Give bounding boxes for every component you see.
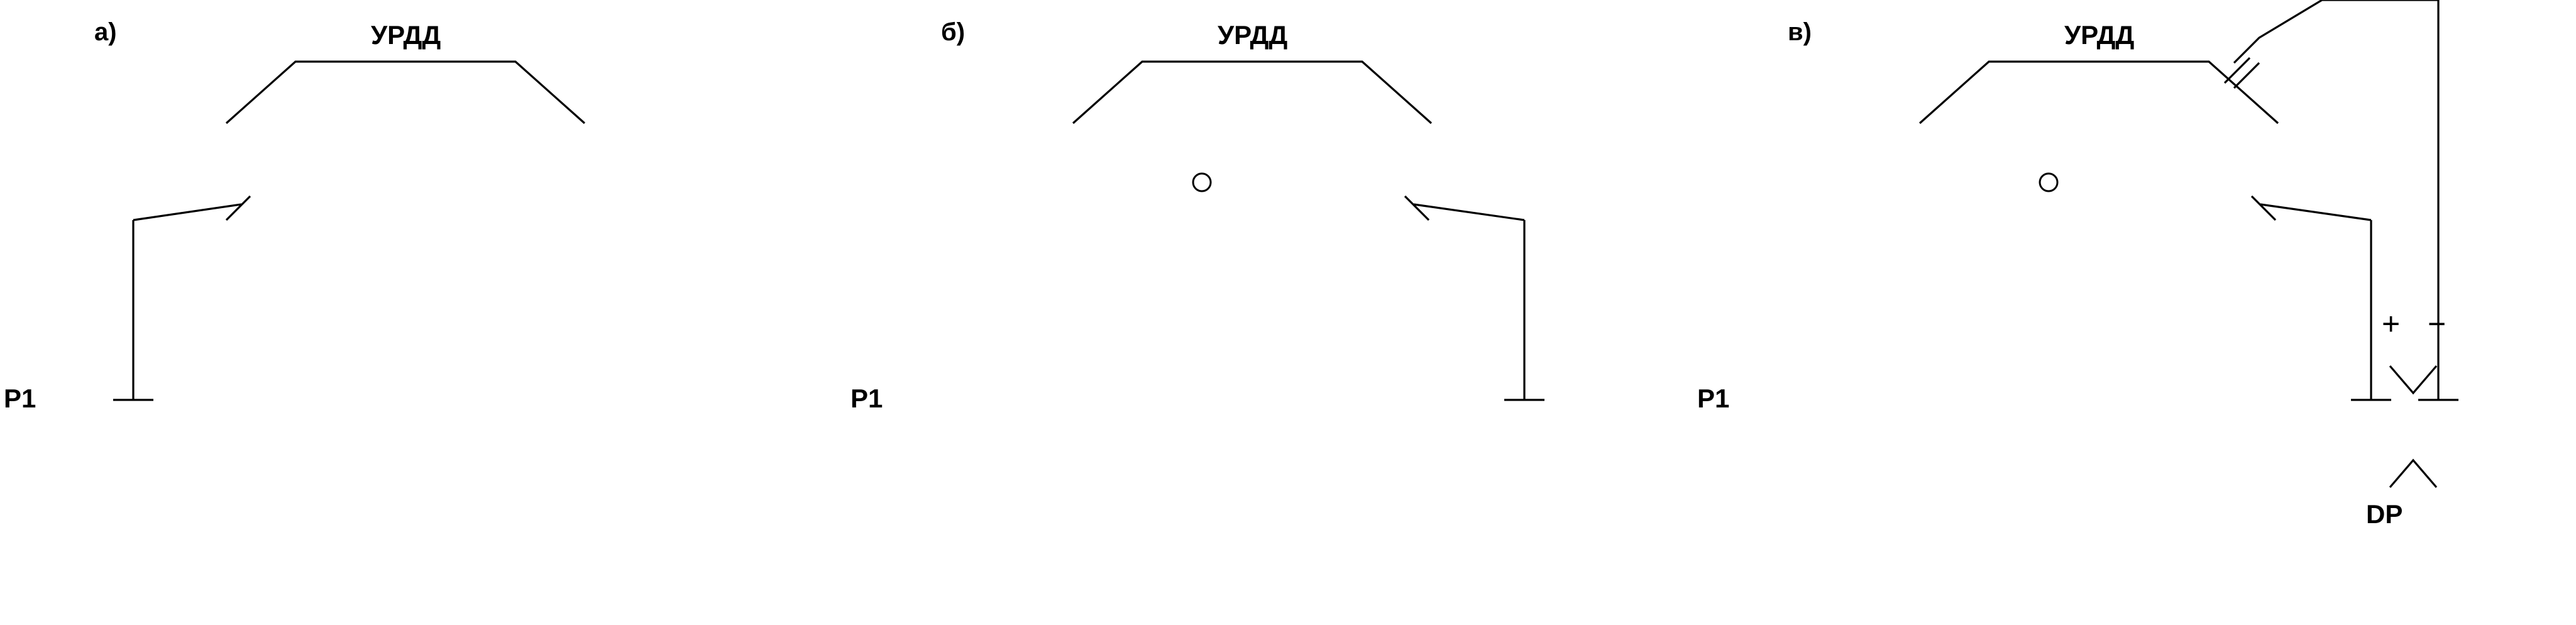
- panel-a-inlet-label: P1: [4, 384, 36, 413]
- panel-b-springs: [1192, 172, 1212, 192]
- panel-v-device-label: УРДД: [2064, 20, 2134, 50]
- panel-a-letter: а): [94, 18, 117, 46]
- panel-b-inlet-label: P1: [850, 384, 883, 413]
- panel-b-device-label: УРДД: [1218, 20, 1287, 50]
- panel-v-body: [1918, 60, 2279, 124]
- panel-a-body: [225, 60, 586, 124]
- panel-v-inlet-label: P1: [1697, 384, 1729, 413]
- panel-v-differential-lines: [2223, 0, 2458, 489]
- panel-v-plus-sign: +: [2382, 306, 2400, 341]
- panel-a: а) УРДД P1: [4, 18, 586, 413]
- panel-b-impulse-line: [1404, 195, 1544, 401]
- panel-v: в) УРДД P1: [1697, 0, 2458, 529]
- panel-v-minus-sign: −: [2428, 306, 2446, 341]
- panel-a-device-label: УРДД: [371, 20, 441, 50]
- panel-a-impulse-line: [113, 195, 251, 401]
- panel-v-letter: в): [1788, 18, 1812, 46]
- panel-b: б) УРДД P1: [850, 18, 1544, 413]
- panel-b-body: [1072, 60, 1433, 124]
- panel-b-letter: б): [941, 18, 965, 46]
- panel-v-springs: [2039, 172, 2059, 192]
- panel-v-dp-label: DP: [2366, 499, 2403, 529]
